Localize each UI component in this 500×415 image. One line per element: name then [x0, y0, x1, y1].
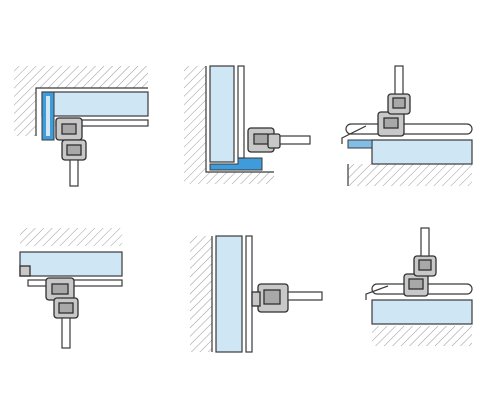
rod	[61, 317, 71, 349]
detail-panel-rail-bottom	[365, 227, 473, 346]
rod	[394, 65, 404, 95]
joint-cap	[19, 265, 31, 277]
ceiling-wall-hatch	[14, 66, 148, 88]
clip-hook	[365, 285, 389, 300]
rail-vertical	[237, 65, 245, 159]
top-rail	[345, 123, 473, 135]
floor-seal	[209, 157, 263, 171]
side-seal	[347, 139, 373, 149]
glass-panel	[371, 299, 473, 325]
wall-hatch	[190, 236, 212, 352]
sealing-strip-inner	[46, 96, 50, 136]
clamp-profile	[247, 127, 281, 153]
rod	[287, 291, 323, 301]
floor-hatch	[184, 172, 274, 184]
clamp-profile	[251, 283, 289, 313]
rod	[279, 135, 311, 145]
detail-panel-rail-top	[341, 65, 473, 186]
rod	[69, 159, 79, 187]
ceiling-hatch	[20, 228, 122, 246]
side-wall-hatch	[14, 66, 36, 136]
clamp-profile	[403, 255, 437, 297]
glass-panel	[215, 235, 243, 353]
clip-hook	[341, 125, 367, 144]
detail-wall-panel-joint	[190, 235, 323, 353]
rail-vertical	[245, 235, 253, 353]
clamp-profile	[45, 277, 79, 319]
detail-ceiling-panel-joint	[19, 228, 123, 349]
glass-panel	[209, 65, 235, 163]
clamp-profile	[55, 117, 87, 161]
glass-panel	[41, 91, 149, 117]
detail-wall-floor-corner	[184, 65, 311, 184]
wall-floor-edge	[205, 66, 274, 173]
floor-hatch	[372, 326, 472, 346]
detail-ceiling-corner	[14, 66, 149, 187]
wall-edge	[35, 87, 148, 136]
glass-panel	[19, 251, 123, 277]
rail	[27, 279, 123, 287]
floor-hatch	[348, 164, 472, 186]
wall-hatch	[184, 66, 206, 182]
rod	[420, 227, 430, 257]
glass-panel	[371, 139, 473, 165]
